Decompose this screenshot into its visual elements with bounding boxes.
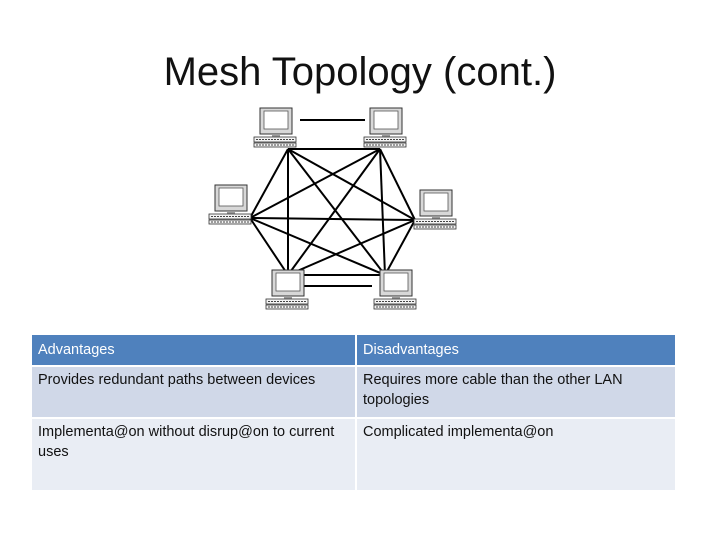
computer-icon — [373, 269, 417, 310]
computer-icon — [265, 269, 309, 310]
table-header-row: Advantages Disadvantages — [30, 333, 677, 367]
computer-icon — [208, 184, 252, 225]
slide-title: Mesh Topology (cont.) — [163, 50, 557, 94]
header-advantages: Advantages — [30, 333, 357, 367]
computer-icon — [253, 107, 297, 148]
comparison-table: Advantages Disadvantages Provides redund… — [30, 333, 677, 492]
table-row: Implementa@on without disrup@on to curre… — [30, 417, 677, 492]
table-row: Provides redundant paths between devices… — [30, 365, 677, 419]
table-cell: Implementa@on without disrup@on to curre… — [30, 417, 357, 492]
mesh-topology-diagram — [208, 107, 457, 310]
table-cell: Requires more cable than the other LAN t… — [355, 365, 677, 419]
table-cell: Complicated implementa@on — [355, 417, 677, 492]
computer-icon — [413, 189, 457, 230]
header-disadvantages: Disadvantages — [355, 333, 677, 367]
table-cell: Provides redundant paths between devices — [30, 365, 357, 419]
computer-icon — [363, 107, 407, 148]
